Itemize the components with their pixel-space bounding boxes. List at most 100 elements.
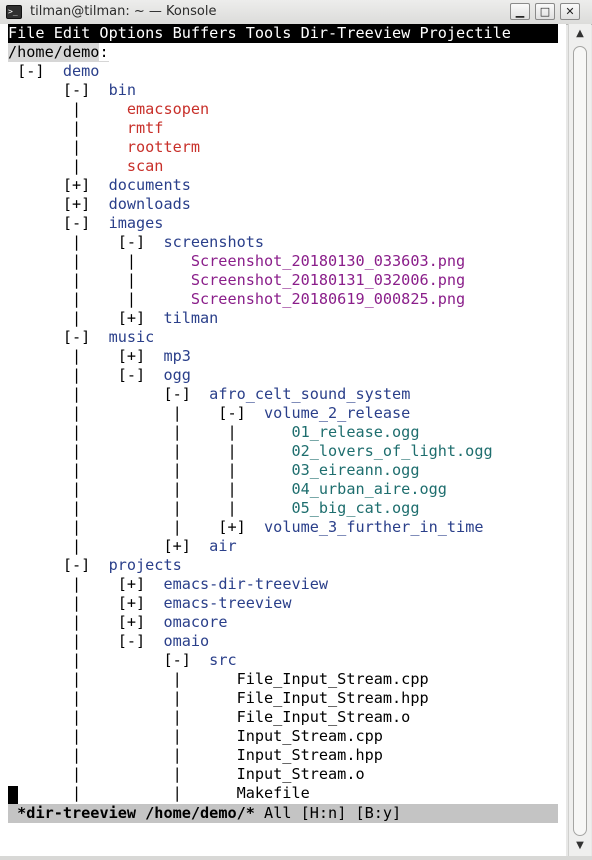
tree-row[interactable]: | rootterm bbox=[8, 138, 200, 157]
tree-dir-name[interactable]: src bbox=[209, 651, 237, 669]
tree-row[interactable]: | [+] emacs-treeview bbox=[8, 594, 291, 613]
tree-row[interactable]: | [-] omaio bbox=[8, 632, 209, 651]
tree-guide[interactable]: | [+] bbox=[8, 309, 164, 327]
tree-row[interactable]: | | [-] volume_2_release bbox=[8, 404, 410, 423]
tree-guide[interactable]: [-] bbox=[8, 556, 109, 574]
tree-row[interactable]: | | File_Input_Stream.o bbox=[8, 708, 410, 727]
scrollbar-thumb[interactable] bbox=[573, 46, 587, 836]
tree-dir-name[interactable]: bin bbox=[108, 81, 137, 99]
tree-file-name[interactable]: Makefile bbox=[236, 784, 310, 802]
tree-file-name[interactable]: Screenshot_20180131_032006.png bbox=[190, 271, 466, 289]
tree-dir-name[interactable]: air bbox=[209, 537, 237, 555]
tree-row[interactable]: [-] projects bbox=[8, 556, 182, 575]
tree-guide[interactable]: | [-] bbox=[8, 385, 210, 403]
tree-row[interactable]: | | File_Input_Stream.hpp bbox=[8, 689, 429, 708]
tree-file-name[interactable]: File_Input_Stream.cpp bbox=[236, 670, 429, 688]
tree-row[interactable]: | | | 05_big_cat.ogg bbox=[8, 499, 419, 518]
tree-row[interactable]: | | Makefile bbox=[8, 784, 310, 803]
tree-row[interactable]: | [+] air bbox=[8, 537, 237, 556]
tree-row[interactable]: | | Screenshot_20180130_033603.png bbox=[8, 252, 465, 271]
tree-file-name[interactable]: rmtf bbox=[126, 119, 164, 137]
tree-row[interactable]: | | | 01_release.ogg bbox=[8, 423, 419, 442]
tree-dir-name[interactable]: emacs-treeview bbox=[163, 594, 292, 612]
tree-row[interactable]: [+] downloads bbox=[8, 195, 191, 214]
tree-guide[interactable]: | | [+] bbox=[8, 518, 265, 536]
tree-guide[interactable]: [-] bbox=[8, 328, 109, 346]
tree-file-name[interactable]: 04_urban_aire.ogg bbox=[291, 480, 447, 498]
terminal-area[interactable]: File Edit Options Buffers Tools Dir-Tree… bbox=[0, 24, 566, 856]
tree-file-name[interactable]: emacsopen bbox=[126, 100, 210, 118]
tree-guide[interactable]: | | [-] bbox=[8, 404, 265, 422]
tree-guide[interactable]: | [+] bbox=[8, 537, 210, 555]
tree-row[interactable]: | [+] tilman bbox=[8, 309, 218, 328]
tree-row[interactable]: | [-] screenshots bbox=[8, 233, 264, 252]
tree-file-name[interactable]: Input_Stream.hpp bbox=[236, 746, 383, 764]
tree-row[interactable]: | | Screenshot_20180619_000825.png bbox=[8, 290, 465, 309]
tree-row[interactable]: [+] documents bbox=[8, 176, 191, 195]
tree-dir-name[interactable]: omaio bbox=[163, 632, 210, 650]
tree-file-name[interactable]: Input_Stream.o bbox=[236, 765, 365, 783]
tree-dir-name[interactable]: documents bbox=[108, 176, 191, 194]
tree-guide[interactable]: | [+] bbox=[8, 594, 164, 612]
tree-row[interactable]: | [+] omacore bbox=[8, 613, 227, 632]
tree-dir-name[interactable]: ogg bbox=[163, 366, 191, 384]
tree-row[interactable]: | | [+] volume_3_further_in_time bbox=[8, 518, 483, 537]
maximize-button[interactable]: □ bbox=[535, 3, 555, 20]
tree-row[interactable]: [-] music bbox=[8, 328, 154, 347]
tree-row[interactable]: | | | 02_lovers_of_light.ogg bbox=[8, 442, 493, 461]
tree-dir-name[interactable]: tilman bbox=[163, 309, 219, 327]
scroll-down-icon[interactable]: ▼ bbox=[576, 840, 584, 851]
tree-file-name[interactable]: File_Input_Stream.o bbox=[236, 708, 411, 726]
tree-file-name[interactable]: 05_big_cat.ogg bbox=[291, 499, 420, 517]
tree-guide[interactable]: | [-] bbox=[8, 632, 164, 650]
tree-dir-name[interactable]: afro_celt_sound_system bbox=[209, 385, 411, 403]
tree-guide[interactable]: | [+] bbox=[8, 575, 164, 593]
emacs-menubar[interactable]: File Edit Options Buffers Tools Dir-Tree… bbox=[8, 24, 558, 43]
minimize-button[interactable]: ▁ bbox=[510, 3, 530, 20]
tree-guide[interactable]: [-] bbox=[8, 62, 63, 80]
tree-row[interactable]: | | Input_Stream.cpp bbox=[8, 727, 383, 746]
tree-row[interactable]: | [-] src bbox=[8, 651, 237, 670]
tree-file-name[interactable]: File_Input_Stream.hpp bbox=[236, 689, 429, 707]
scrollbar[interactable]: ▲ ▼ bbox=[568, 24, 591, 856]
tree-row[interactable]: | | Input_Stream.o bbox=[8, 765, 365, 784]
tree-file-name[interactable]: scan bbox=[126, 157, 164, 175]
tree-file-name[interactable]: 03_eireann.ogg bbox=[291, 461, 420, 479]
scroll-up-icon[interactable]: ▲ bbox=[576, 28, 584, 39]
tree-row[interactable]: | | File_Input_Stream.cpp bbox=[8, 670, 429, 689]
tree-row[interactable]: | [+] mp3 bbox=[8, 347, 191, 366]
tree-guide[interactable]: | [-] bbox=[8, 366, 164, 384]
tree-file-name[interactable]: Screenshot_20180619_000825.png bbox=[190, 290, 466, 308]
tree-dir-name[interactable]: demo bbox=[62, 62, 100, 80]
tree-file-name[interactable]: rootterm bbox=[126, 138, 201, 156]
tree-dir-name[interactable]: projects bbox=[108, 556, 182, 574]
tree-row[interactable]: [-] bin bbox=[8, 81, 136, 100]
tree-guide[interactable]: | [-] bbox=[8, 651, 210, 669]
tree-file-name[interactable]: 01_release.ogg bbox=[291, 423, 420, 441]
tree-dir-name[interactable]: mp3 bbox=[163, 347, 191, 365]
tree-dir-name[interactable]: downloads bbox=[108, 195, 191, 213]
tree-dir-name[interactable]: volume_3_further_in_time bbox=[264, 518, 484, 536]
close-button[interactable]: ✕ bbox=[560, 3, 580, 20]
tree-row[interactable]: [-] demo bbox=[8, 62, 99, 81]
window-titlebar[interactable]: >_ tilman@tilman: ~ — Konsole ▁ □ ✕ bbox=[0, 0, 592, 25]
tree-row[interactable]: | | | 03_eireann.ogg bbox=[8, 461, 419, 480]
tree-dir-name[interactable]: screenshots bbox=[163, 233, 265, 251]
tree-guide[interactable]: | [+] bbox=[8, 347, 164, 365]
tree-guide[interactable]: [+] bbox=[8, 176, 109, 194]
tree-guide[interactable]: | [+] bbox=[8, 613, 164, 631]
tree-row[interactable]: | emacsopen bbox=[8, 100, 209, 119]
tree-row[interactable]: | [-] afro_celt_sound_system bbox=[8, 385, 410, 404]
tree-row[interactable]: | | Input_Stream.hpp bbox=[8, 746, 383, 765]
tree-row[interactable]: | | | 04_urban_aire.ogg bbox=[8, 480, 447, 499]
tree-file-name[interactable]: 02_lovers_of_light.ogg bbox=[291, 442, 493, 460]
tree-guide[interactable]: [+] bbox=[8, 195, 109, 213]
tree-row[interactable]: | rmtf bbox=[8, 119, 163, 138]
tree-dir-name[interactable]: omacore bbox=[163, 613, 228, 631]
tree-file-name[interactable]: Screenshot_20180130_033603.png bbox=[190, 252, 466, 270]
tree-dir-name[interactable]: volume_2_release bbox=[264, 404, 411, 422]
tree-guide[interactable]: | [-] bbox=[8, 233, 164, 251]
tree-dir-name[interactable]: emacs-dir-treeview bbox=[163, 575, 329, 593]
tree-file-name[interactable]: Input_Stream.cpp bbox=[236, 727, 383, 745]
tree-dir-name[interactable]: images bbox=[108, 214, 164, 232]
